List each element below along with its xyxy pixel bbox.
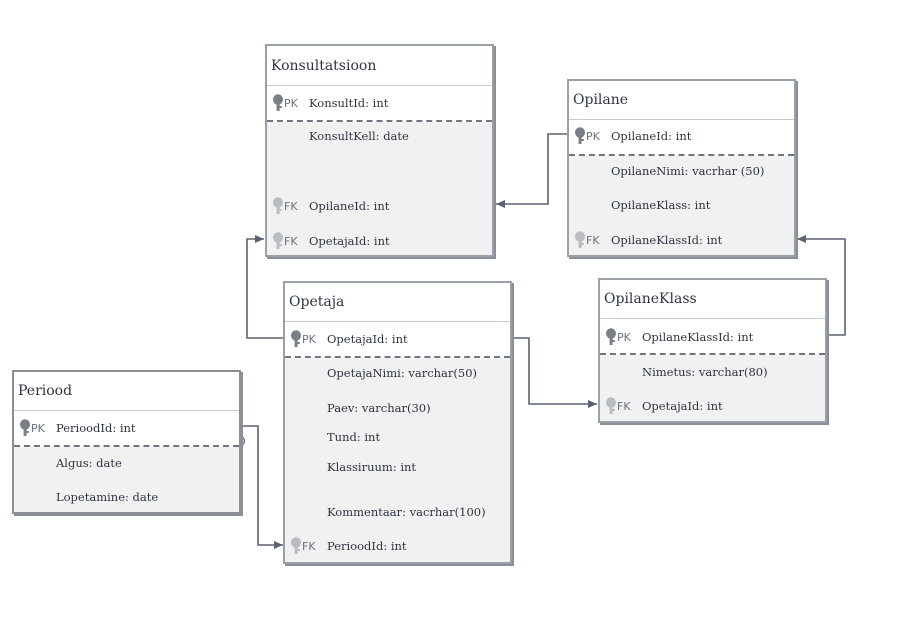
key-icon [273, 197, 283, 214]
field-row: FK OpilaneKlassId: int [569, 230, 794, 250]
field-row: PK OpilaneId: int [569, 126, 794, 146]
entity-title: Opilane [569, 81, 794, 120]
field-name: OpilaneKlass: int [611, 198, 711, 212]
link-opilaneklass-opilane [797, 235, 846, 336]
field-name: OpetajaId: int [642, 399, 723, 413]
entity-title-text: Opilane [573, 92, 629, 108]
field-name: OpilaneKlassId: int [642, 330, 754, 344]
key-tag: PK [586, 129, 600, 143]
field-name: KonsultId: int [309, 96, 389, 110]
link-opetaja-konsultatsioon [246, 235, 285, 339]
field-row: FK OpilaneId: int [267, 196, 492, 216]
key-icon [291, 330, 301, 347]
entity-title-text: Opetaja [289, 294, 345, 310]
key-icon [606, 397, 616, 414]
field-row: Algus: date [14, 453, 239, 473]
key-icon [273, 94, 283, 111]
entity-title: Periood [14, 372, 239, 411]
key-icon [606, 328, 616, 345]
entity-title-text: OpilaneKlass [604, 291, 697, 307]
field-name: Lopetamine: date [56, 490, 159, 504]
field-row: Kommentaar: vacrhar(100) [285, 502, 510, 522]
field-name: Algus: date [56, 456, 122, 470]
field-row: OpilaneNimi: vacrhar (50) [569, 161, 794, 181]
entity-title: OpilaneKlass [600, 280, 825, 319]
key-icon [575, 231, 585, 248]
field-row: PK PerioodId: int [14, 418, 239, 438]
key-icon [273, 232, 283, 249]
field-row: OpetajaNimi: varchar(50) [285, 363, 510, 383]
field-name: PerioodId: int [56, 421, 136, 435]
entity-title-text: Konsultatsioon [271, 57, 377, 74]
field-name: OpilaneNimi: vacrhar (50) [611, 164, 765, 178]
field-row: KonsultKell: date [267, 126, 492, 146]
link-periood-opetaja [240, 425, 283, 549]
key-tag: FK [284, 234, 298, 248]
field-name: OpetajaId: int [327, 332, 408, 346]
field-row: Lopetamine: date [14, 487, 239, 507]
field-name: OpilaneId: int [309, 199, 390, 213]
field-name: PerioodId: int [327, 539, 407, 553]
field-name: Tund: int [327, 430, 381, 444]
key-tag: PK [31, 421, 45, 435]
field-row: PK OpilaneKlassId: int [600, 327, 825, 347]
entity-konsultatsioon[interactable]: Konsultatsioon PK KonsultId: int Konsult… [265, 44, 494, 257]
field-row: FK OpetajaId: int [600, 396, 825, 416]
key-tag: FK [617, 399, 631, 413]
key-icon [575, 127, 585, 144]
field-row: PK KonsultId: int [267, 93, 492, 113]
entity-opilane[interactable]: Opilane PK OpilaneId: int OpilaneNimi: v… [567, 79, 796, 257]
field-row: Paev: varchar(30) [285, 398, 510, 418]
field-name: OpilaneId: int [611, 129, 692, 143]
key-icon [291, 537, 301, 554]
key-tag: FK [302, 539, 316, 553]
key-tag: PK [617, 330, 631, 344]
field-row: Nimetus: varchar(80) [600, 362, 825, 382]
key-tag: PK [284, 96, 298, 110]
field-row: Klassiruum: int [285, 457, 510, 477]
field-name: Paev: varchar(30) [327, 401, 431, 415]
entity-periood[interactable]: Periood PK PerioodId: int Algus: date Lo… [12, 370, 241, 514]
key-tag: FK [586, 233, 600, 247]
entity-title: Opetaja [285, 283, 510, 322]
field-name: KonsultKell: date [309, 129, 409, 143]
key-icon [20, 419, 30, 436]
field-row: FK PerioodId: int [285, 536, 510, 556]
field-name: Klassiruum: int [327, 460, 417, 474]
entity-title: Konsultatsioon [267, 46, 492, 86]
entity-title-text: Periood [18, 383, 73, 399]
field-name: OpetajaId: int [309, 234, 390, 248]
field-row: Tund: int [285, 427, 510, 447]
link-opetaja-opilaneklass [511, 337, 597, 408]
key-tag: FK [284, 199, 298, 213]
field-row: FK OpetajaId: int [267, 231, 492, 251]
entity-opilaneklass[interactable]: OpilaneKlass PK OpilaneKlassId: int Nime… [598, 278, 827, 423]
field-name: OpilaneKlassId: int [611, 233, 723, 247]
field-row: PK OpetajaId: int [285, 329, 510, 349]
link-opilane-konsultatsioon [496, 133, 568, 208]
entity-opetaja[interactable]: Opetaja PK OpetajaId: int OpetajaNimi: v… [283, 281, 512, 564]
key-tag: PK [302, 332, 316, 346]
field-name: Nimetus: varchar(80) [642, 365, 768, 379]
field-name: Kommentaar: vacrhar(100) [327, 505, 486, 519]
field-name: OpetajaNimi: varchar(50) [327, 366, 478, 380]
field-row: OpilaneKlass: int [569, 195, 794, 215]
